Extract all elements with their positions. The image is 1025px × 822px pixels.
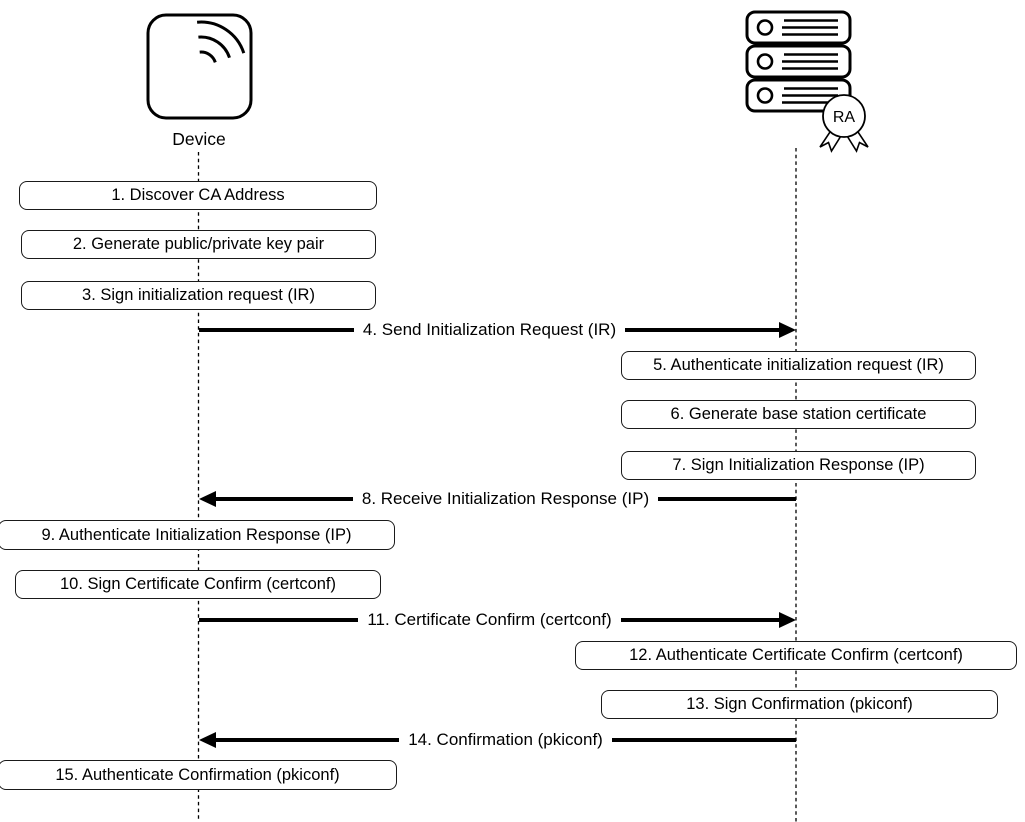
- message-label: 4. Send Initialization Request (IR): [362, 320, 617, 339]
- step-box-15: 15. Authenticate Confirmation (pkiconf): [0, 760, 397, 790]
- server-unit: [745, 10, 852, 45]
- arrowhead-right-icon: [779, 322, 796, 338]
- message-label: 8. Receive Initialization Response (IP): [361, 489, 650, 508]
- wifi-arc-small: [199, 50, 217, 63]
- arrowhead-left-icon: [199, 491, 216, 507]
- arrowhead-left-icon: [199, 732, 216, 748]
- arrowhead-right-icon: [779, 612, 796, 628]
- step-box-9: 9. Authenticate Initialization Response …: [0, 520, 395, 550]
- wifi-arc-large: [196, 20, 246, 54]
- message-arrow-8: 8. Receive Initialization Response (IP): [199, 485, 796, 513]
- arrow-line: [620, 618, 780, 622]
- device-actor-label: Device: [172, 129, 226, 149]
- step-box-7: 7. Sign Initialization Response (IP): [621, 451, 976, 480]
- step-box-1: 1. Discover CA Address: [19, 181, 377, 210]
- arrow-line: [215, 497, 353, 501]
- message-label: 14. Confirmation (pkiconf): [408, 730, 603, 749]
- arrow-line: [611, 738, 797, 742]
- step-box-5: 5. Authenticate initialization request (…: [621, 351, 976, 380]
- wifi-arc-medium: [198, 35, 231, 59]
- arrow-line: [199, 328, 354, 332]
- ra-actor-label: RA: [833, 109, 856, 126]
- step-box-2: 2. Generate public/private key pair: [21, 230, 376, 259]
- server-unit: [745, 44, 852, 79]
- wireless-device-icon: [146, 13, 253, 120]
- message-label: 11. Certificate Confirm (certconf): [367, 610, 612, 629]
- message-arrow-4: 4. Send Initialization Request (IR): [199, 316, 796, 344]
- arrow-line: [199, 618, 359, 622]
- step-box-10: 10. Sign Certificate Confirm (certconf): [15, 570, 381, 599]
- message-arrow-14: 14. Confirmation (pkiconf): [199, 726, 797, 754]
- ra-server-stack-icon: RA: [745, 10, 869, 153]
- step-box-12: 12. Authenticate Certificate Confirm (ce…: [575, 641, 1017, 670]
- step-box-13: 13. Sign Confirmation (pkiconf): [601, 690, 998, 719]
- certificate-badge-icon: [822, 94, 866, 138]
- arrow-line: [625, 328, 780, 332]
- step-box-3: 3. Sign initialization request (IR): [21, 281, 376, 310]
- arrow-line: [215, 738, 400, 742]
- message-arrow-11: 11. Certificate Confirm (certconf): [199, 606, 796, 634]
- arrow-line: [658, 497, 796, 501]
- step-box-6: 6. Generate base station certificate: [621, 400, 976, 429]
